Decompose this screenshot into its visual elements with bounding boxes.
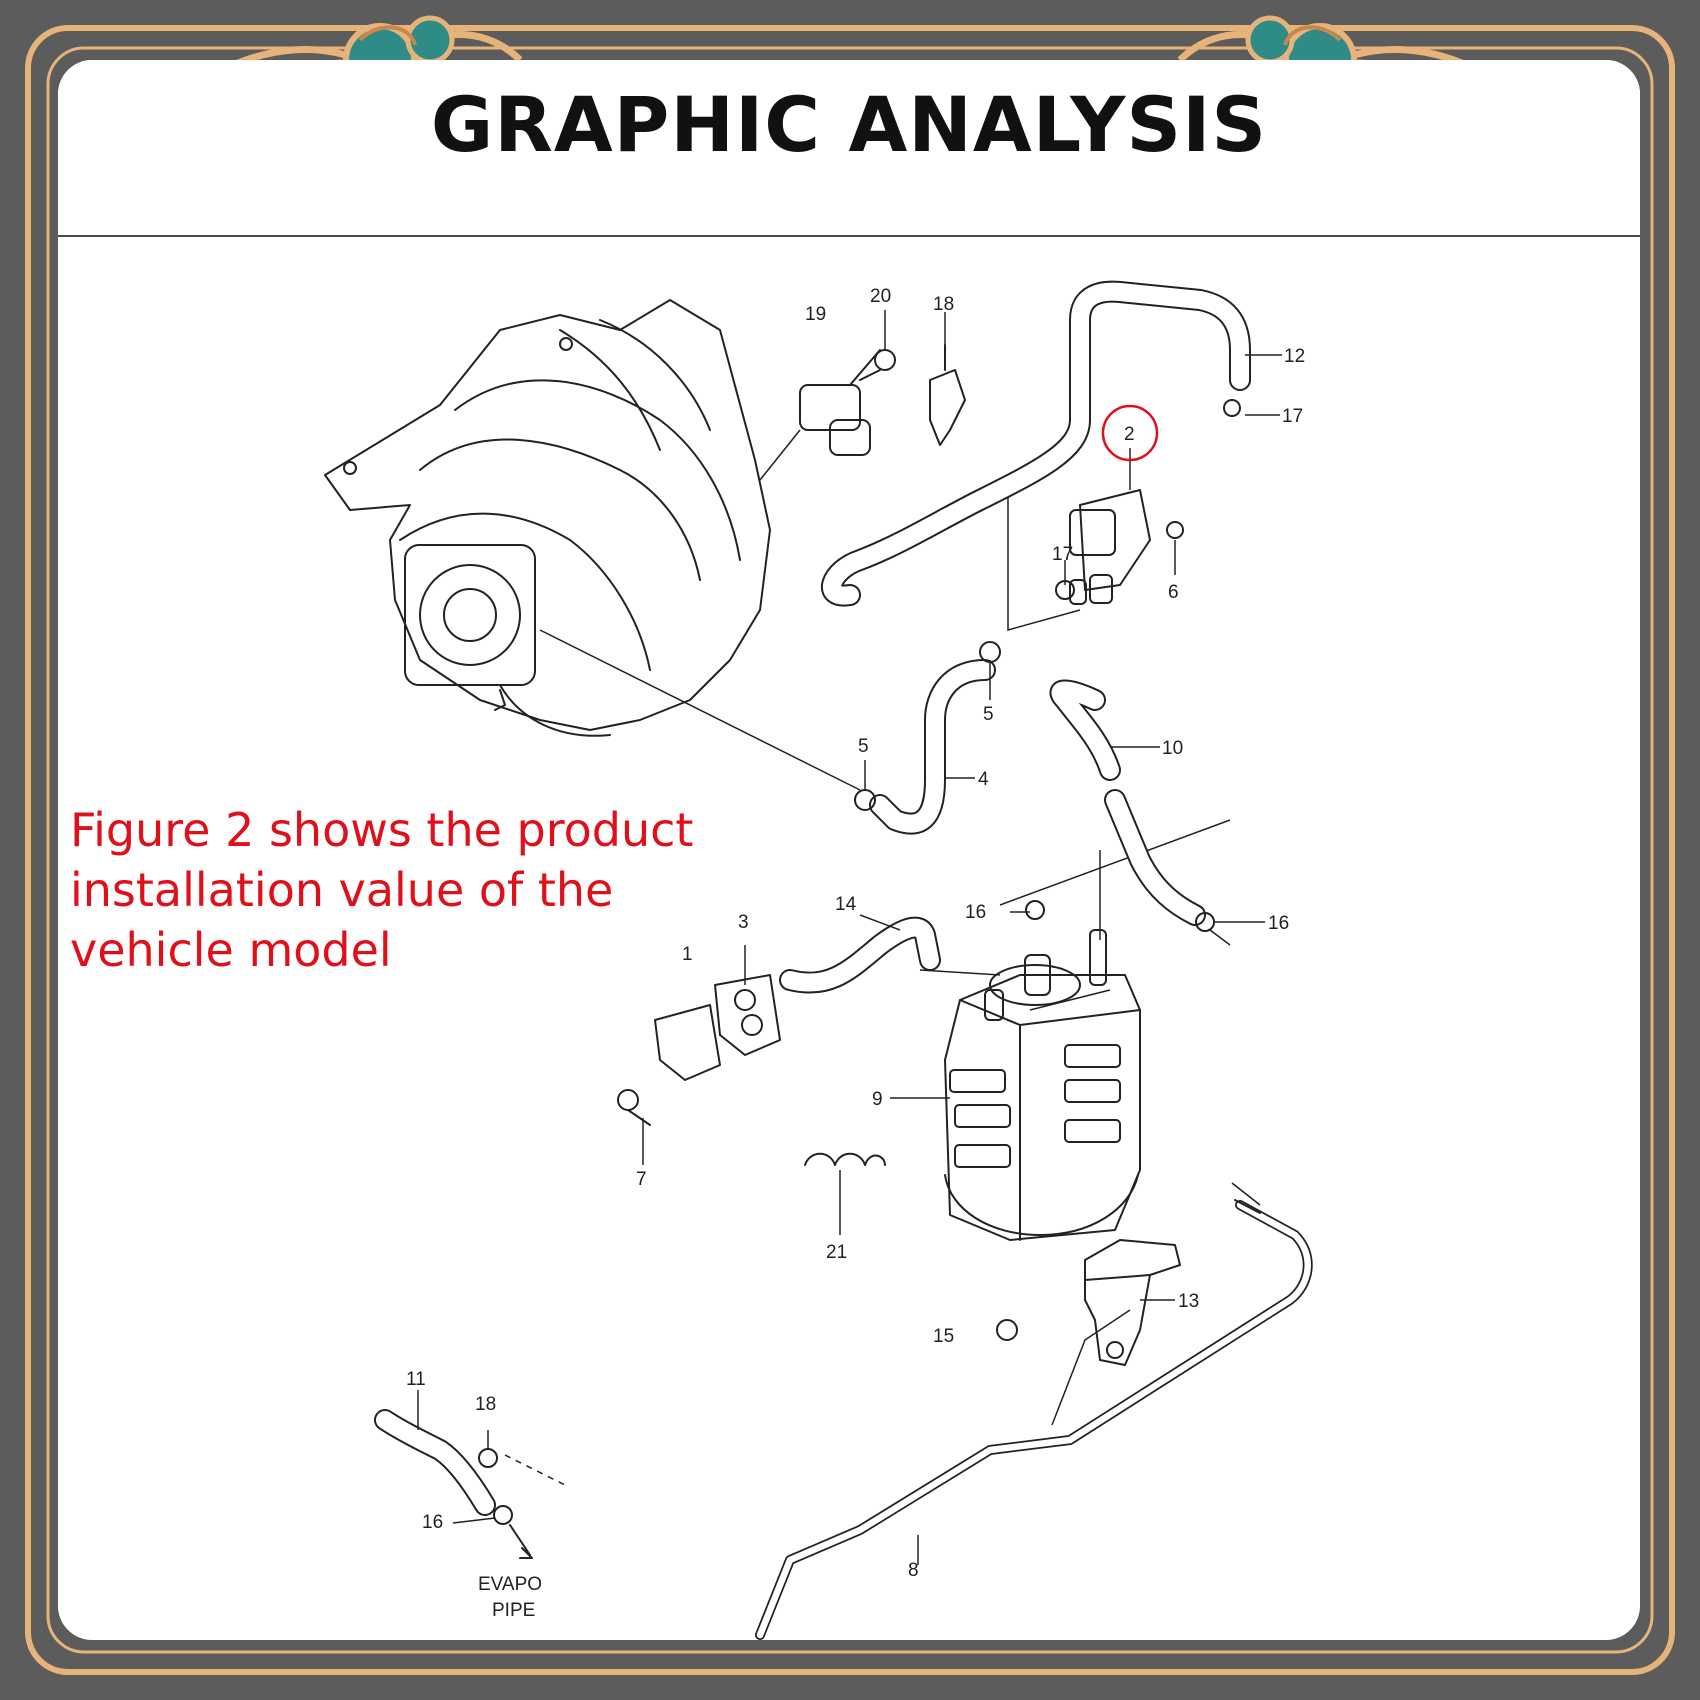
figure-caption: Figure 2 shows the product installation … — [70, 803, 694, 977]
callout-label: 5 — [858, 736, 869, 757]
callout-label: 10 — [1162, 738, 1183, 759]
callout-label: 16 — [1268, 913, 1289, 934]
bracket-13 — [1084, 1239, 1181, 1366]
sensor-19 — [799, 349, 881, 456]
leader-lines — [504, 429, 1261, 1486]
evap-pipe-8 — [755, 1199, 1313, 1640]
callout-label: 20 — [870, 286, 891, 307]
callout-label: 18 — [933, 294, 954, 315]
callout-label: 8 — [908, 1560, 919, 1581]
content-panel: GRAPHIC ANALYSIS — [58, 60, 1640, 1640]
callout-label: 21 — [826, 1242, 847, 1263]
hose-16-line — [1104, 789, 1206, 926]
callout-label: 2 — [1124, 424, 1135, 445]
solenoid-valve-2 — [1069, 489, 1151, 605]
callout-label: 16 — [965, 902, 986, 923]
gasket-1 — [654, 1004, 721, 1081]
highlight-circle — [1101, 404, 1159, 462]
header: GRAPHIC ANALYSIS — [58, 60, 1640, 237]
evap-pipe-label: EVAPO — [478, 1574, 542, 1595]
parts-diagram: 20 19 18 12 17 2 17 6 5 5 4 10 14 16 16 … — [324, 280, 1313, 1640]
callout-label: 14 — [835, 894, 857, 915]
callout-label: 1 — [682, 944, 693, 965]
callout-labels: 20 19 18 12 17 2 17 6 5 5 4 10 14 16 16 … — [406, 286, 1305, 1621]
evap-pipe-label: PIPE — [492, 1600, 535, 1621]
hose-11 — [374, 1409, 496, 1516]
callout-label: 5 — [983, 704, 994, 725]
hose-12 — [821, 280, 1251, 607]
callout-leaders — [417, 310, 1282, 1565]
callout-label: 9 — [872, 1089, 883, 1110]
callout-label: 17 — [1282, 406, 1303, 427]
callout-label: 18 — [475, 1394, 496, 1415]
callout-label: 15 — [933, 1326, 954, 1347]
gasket-3 — [714, 974, 781, 1056]
engine-manifold — [324, 299, 771, 737]
callout-label: 11 — [406, 1369, 426, 1390]
clamp-18 — [929, 344, 966, 446]
callout-label: 13 — [1178, 1291, 1199, 1312]
callout-label: 16 — [422, 1512, 443, 1533]
callout-label: 7 — [636, 1169, 647, 1190]
hose-14 — [779, 916, 941, 994]
page-title: GRAPHIC ANALYSIS — [430, 80, 1268, 169]
callout-label: 4 — [978, 769, 989, 790]
callout-label: 12 — [1284, 346, 1305, 367]
canister-9 — [944, 929, 1141, 1241]
clip-21 — [804, 1152, 886, 1166]
hose-4 — [869, 659, 996, 835]
callout-label: 17 — [1052, 544, 1073, 565]
callout-label: 19 — [805, 304, 826, 325]
hose-10 — [1049, 679, 1121, 781]
callout-label: 6 — [1168, 582, 1179, 603]
callout-label: 3 — [738, 912, 749, 933]
